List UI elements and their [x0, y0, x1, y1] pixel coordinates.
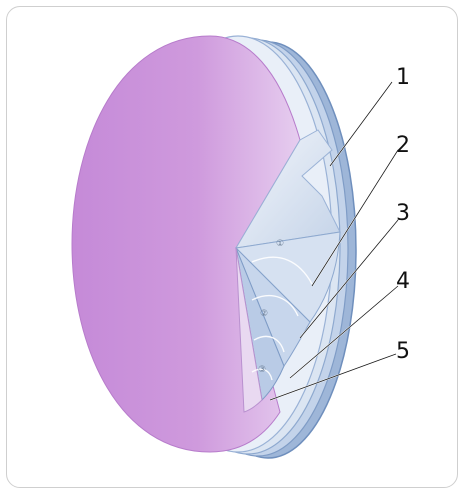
inner-mark-1: ① — [276, 239, 284, 249]
inner-mark-3: ③ — [258, 365, 266, 375]
inner-mark-2: ② — [260, 309, 268, 319]
callout-label-1: 1 — [396, 65, 410, 90]
callout-label-2: 2 — [396, 133, 410, 158]
callout-label-4: 4 — [396, 269, 410, 294]
callout-label-3: 3 — [396, 201, 410, 226]
callout-label-5: 5 — [396, 339, 410, 364]
